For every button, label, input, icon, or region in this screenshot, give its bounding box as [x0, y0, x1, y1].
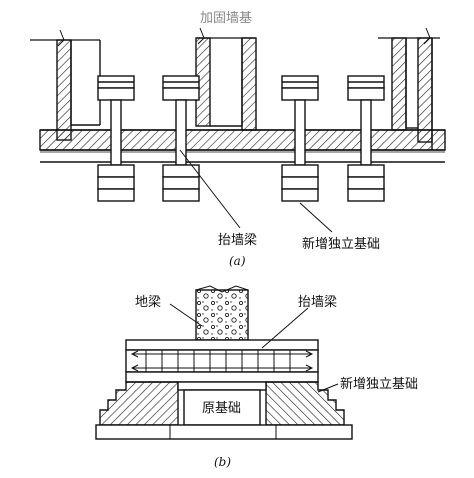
wall-segment-2 [391, 37, 407, 131]
new-footing-right [265, 381, 345, 426]
leader-ground-beam [169, 303, 203, 327]
diagram-b [95, 285, 353, 440]
label-ground-beam: 地梁 [135, 295, 161, 310]
label-beam-a: 抬墙梁 [218, 233, 257, 248]
leader-footing-a [299, 202, 333, 233]
foundation-band [39, 129, 446, 151]
beam-body [125, 349, 319, 373]
header-text: 加固墙基 [200, 11, 252, 26]
leader-footing-b [317, 383, 339, 393]
footing-pair-right [281, 75, 385, 202]
new-footing-left [99, 381, 179, 426]
diagram-a [30, 27, 446, 233]
label-footing-b: 新增独立基础 [340, 376, 418, 392]
label-footing-a: 新增独立基础 [302, 236, 380, 252]
wall-segment-left [56, 39, 72, 141]
footing-pair-left [97, 75, 200, 202]
label-original-foundation: 原基础 [202, 401, 241, 416]
leader-beam-b [261, 307, 309, 349]
label-beam-b: 抬墙梁 [298, 295, 337, 310]
caption-b: (b) [214, 455, 231, 469]
leader-beam-a [179, 149, 241, 229]
base-slab [95, 424, 353, 440]
original-foundation-top [177, 381, 267, 391]
wall-column [195, 289, 249, 341]
caption-a: (a) [229, 254, 246, 268]
beam-top-slab [125, 339, 319, 351]
